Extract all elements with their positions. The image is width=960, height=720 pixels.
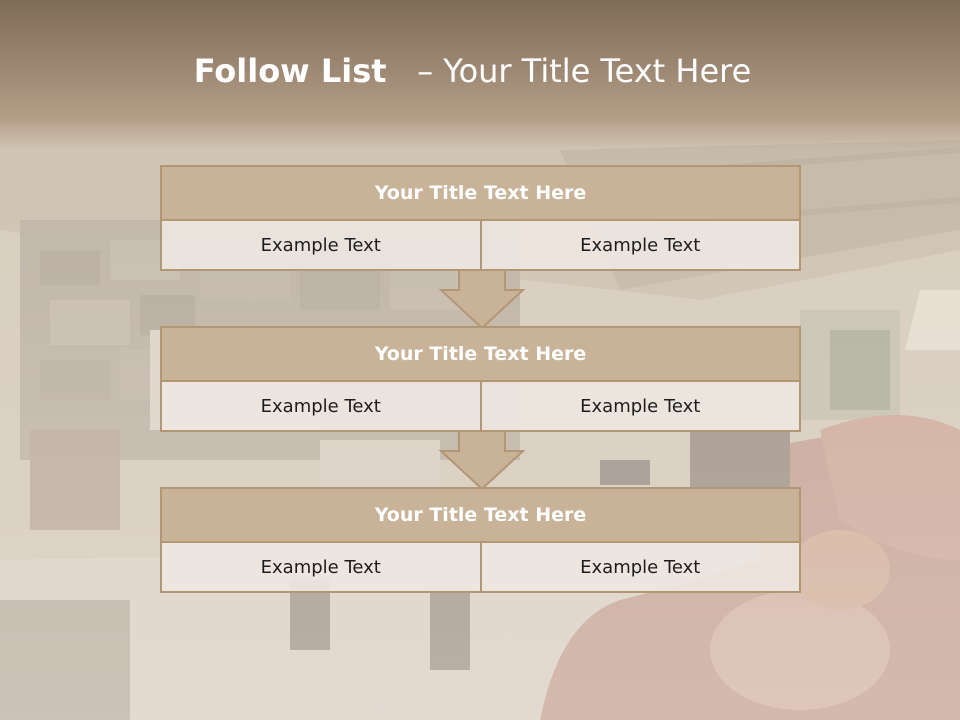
block-cell-left: Example Text	[160, 543, 482, 593]
title-band	[0, 0, 960, 150]
block-title: Your Title Text Here	[160, 165, 801, 221]
block-cell-right: Example Text	[481, 382, 801, 432]
block-title: Your Title Text Here	[160, 326, 801, 382]
block-cell-right: Example Text	[481, 543, 801, 593]
block-cell-left: Example Text	[160, 221, 482, 271]
down-arrow-icon	[438, 269, 526, 330]
list-block-2: Your Title Text Here Example Text Exampl…	[160, 326, 801, 432]
list-block-1: Your Title Text Here Example Text Exampl…	[160, 165, 801, 271]
block-title: Your Title Text Here	[160, 487, 801, 543]
block-cell-right: Example Text	[481, 221, 801, 271]
block-row: Example Text Example Text	[160, 382, 801, 432]
block-cell-left: Example Text	[160, 382, 482, 432]
slide-title-bold: Follow List	[193, 52, 387, 90]
slide-title-rest: – Your Title Text Here	[417, 52, 752, 90]
list-block-3: Your Title Text Here Example Text Exampl…	[160, 487, 801, 593]
block-row: Example Text Example Text	[160, 221, 801, 271]
block-row: Example Text Example Text	[160, 543, 801, 593]
slide-title: Follow List – Your Title Text Here	[0, 52, 945, 90]
down-arrow-icon	[438, 430, 526, 491]
